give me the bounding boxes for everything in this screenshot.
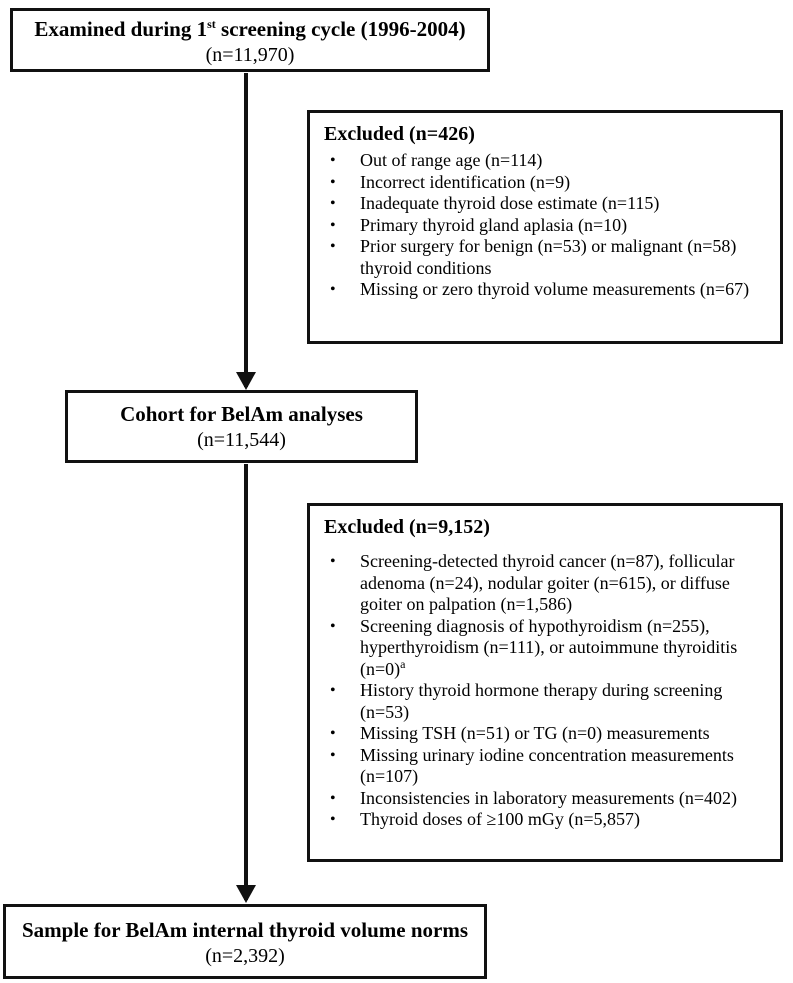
footnote-mark: a [400,656,406,671]
excluded-item: History thyroid hormone therapy during s… [324,680,768,723]
cohort-box: Cohort for BelAm analyses (n=11,544) [65,390,418,463]
excluded-item: Screening diagnosis of hypothyroidism (n… [324,616,768,681]
excluded-item: Incorrect identification (n=9) [324,172,768,194]
excluded-list-2: Screening-detected thyroid cancer (n=87)… [324,551,768,831]
excluded-box-2: Excluded (n=9,152) Screening-detected th… [307,503,783,862]
excluded-item: Inconsistencies in laboratory measuremen… [324,788,768,810]
screening-title: Examined during 1st screening cycle (199… [34,17,466,41]
excluded-item: Missing or zero thyroid volume measureme… [324,279,768,301]
excluded-box-1: Excluded (n=426) Out of range age (n=114… [307,110,783,344]
excluded-title-2: Excluded (n=9,152) [324,516,490,538]
excluded-item: Thyroid doses of ≥100 mGy (n=5,857) [324,809,768,831]
cohort-count: (n=11,544) [197,429,286,451]
arrowhead-sample [236,885,256,903]
excluded-item: Screening-detected thyroid cancer (n=87)… [324,551,768,616]
sample-count: (n=2,392) [205,945,285,967]
cohort-title: Cohort for BelAm analyses [120,402,363,426]
excluded-item: Prior surgery for benign (n=53) or malig… [324,236,768,279]
excluded-title-1: Excluded (n=426) [324,123,475,145]
arrowhead-cohort [236,372,256,390]
screening-box: Examined during 1st screening cycle (199… [10,8,490,72]
excluded-item: Inadequate thyroid dose estimate (n=115) [324,193,768,215]
excluded-item: Missing urinary iodine concentration mea… [324,745,768,788]
sample-box: Sample for BelAm internal thyroid volume… [3,904,487,979]
screening-count: (n=11,970) [205,44,295,66]
sample-title: Sample for BelAm internal thyroid volume… [21,918,469,942]
excluded-item: Missing TSH (n=51) or TG (n=0) measureme… [324,723,768,745]
excluded-item: Primary thyroid gland aplasia (n=10) [324,215,768,237]
excluded-item: Out of range age (n=114) [324,150,768,172]
excluded-list-1: Out of range age (n=114) Incorrect ident… [324,150,768,301]
